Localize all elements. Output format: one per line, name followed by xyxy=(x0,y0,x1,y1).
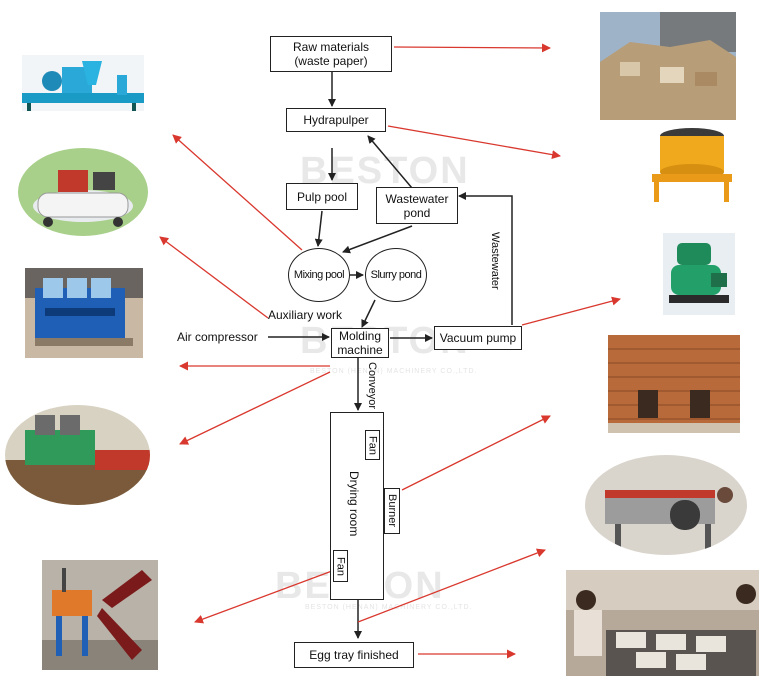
pulp-pool-box: Pulp pool xyxy=(286,183,358,210)
molding-machine-box: Molding machine xyxy=(331,328,389,358)
slurry-pond-circle: Slurry pond xyxy=(365,248,427,302)
waste-paper-pile-photo xyxy=(600,12,736,120)
air-compressor-label: Air compressor xyxy=(177,330,258,344)
burner-label: Burner xyxy=(386,494,398,528)
fan-photo xyxy=(42,560,158,670)
pointer-raw-to-waste-paper xyxy=(393,43,551,53)
hydrapulper-box: Hydrapulper xyxy=(286,108,386,132)
arrow-pulp-pool-to-mixing-pool xyxy=(314,210,323,247)
pulp-mixer-photo xyxy=(644,124,740,204)
pointer-drying-to-metal-line xyxy=(357,548,546,623)
conveyor-label: Conveyor xyxy=(366,362,378,410)
pointer-hydrapulper-to-mixer xyxy=(387,125,561,160)
fan-bottom-box: Fan xyxy=(333,550,348,582)
arrow-vacuum-to-wastewater-pond xyxy=(458,192,513,325)
finished-egg-trays-photo xyxy=(566,570,759,676)
vacuum-pump-photo xyxy=(663,233,735,315)
mixing-pool-circle: Mixing pool xyxy=(288,248,350,302)
fan-top-label: Fan xyxy=(366,435,379,455)
pointer-drying-to-fan-photo xyxy=(194,567,341,624)
air-compressor-photo xyxy=(18,148,148,236)
burner-box: Burner xyxy=(384,488,400,534)
pointer-vacuum-to-pump-photo xyxy=(521,296,621,326)
vacuum-pump-box: Vacuum pump xyxy=(434,326,522,350)
fan-bottom-label: Fan xyxy=(334,556,347,576)
molding-machine-photo xyxy=(25,268,143,358)
watermark-bottom-sub: BESTON (HENAN) MACHINERY CO.,LTD. xyxy=(305,604,473,611)
auxiliary-work-label: Auxiliary work xyxy=(268,308,343,322)
watermark-mid-sub: BESTON (HENAN) MACHINERY CO.,LTD. xyxy=(310,368,478,375)
pointer-mixing-to-pulper xyxy=(172,134,303,251)
pulper-machine-photo xyxy=(22,55,144,111)
arrow-slurry-to-molding xyxy=(361,299,376,328)
wastewater-label: Wastewater xyxy=(489,232,501,290)
fan-top-box: Fan xyxy=(365,430,380,460)
forming-line-photo xyxy=(5,405,150,505)
wastewater-pond-box: Wastewater pond xyxy=(376,187,458,224)
metal-drying-line-photo xyxy=(585,455,747,555)
pointer-auxiliary-to-compressor xyxy=(159,236,269,319)
drying-room-label: Drying room xyxy=(347,471,361,537)
arrow-wastewater-pond-to-mixing-pool xyxy=(342,225,413,254)
pointer-burner-to-brick-room xyxy=(401,415,551,491)
raw-materials-box: Raw materials (waste paper) xyxy=(270,36,392,72)
brick-drying-room-photo xyxy=(608,335,740,433)
egg-tray-finished-box: Egg tray finished xyxy=(294,642,414,668)
pointer-molding-to-forming-photo xyxy=(179,371,331,445)
arrow-wastewater-pond-to-hydrapulper xyxy=(367,135,413,189)
